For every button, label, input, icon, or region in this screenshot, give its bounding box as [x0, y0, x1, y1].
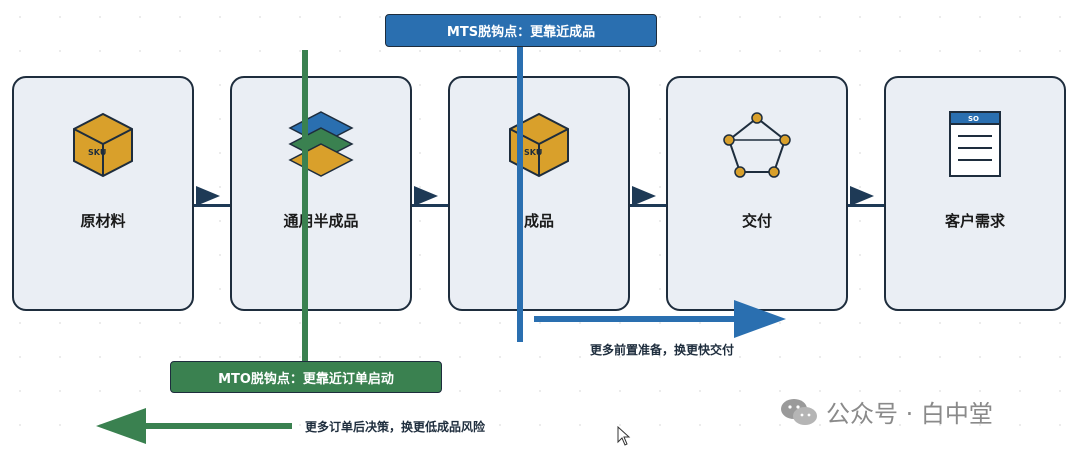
mts-arrow-caption: 更多前置准备，换更快交付 — [590, 343, 735, 357]
flow-chevron-2 — [414, 186, 438, 206]
node-semi-finished: 通用半成品 — [230, 76, 412, 311]
raw-material-cube-icon: SKU — [73, 112, 133, 178]
node-label: 客户需求 — [944, 212, 1005, 230]
node-label: 交付 — [741, 212, 772, 230]
flow-chevron-3 — [632, 186, 656, 206]
sales-order-document-icon: SO — [949, 111, 1001, 177]
wechat-icon — [781, 398, 817, 425]
mouse-cursor-icon — [617, 426, 631, 446]
flow-chevron-1 — [196, 186, 220, 206]
node-label: 通用半成品 — [283, 212, 359, 230]
watermark-text: 公众号 · 白中堂 — [826, 400, 993, 428]
cube-sku-text: SKU — [88, 148, 106, 157]
finished-goods-cube-icon: SKU — [509, 112, 569, 178]
flow-chevron-4 — [850, 186, 874, 206]
mts-tag-text: MTS脱钩点：更靠近成品 — [446, 25, 596, 40]
layered-stack-icon — [288, 111, 354, 177]
document-so-text: SO — [968, 115, 979, 123]
node-label: 原材料 — [80, 212, 126, 230]
node-raw-material: SKU 原材料 — [12, 76, 194, 311]
node-label: 成品 — [523, 212, 554, 230]
node-finished-goods: SKU 成品 — [448, 76, 630, 311]
node-customer-demand: SO 客户需求 — [884, 76, 1066, 311]
mto-decoupling-line — [302, 50, 308, 362]
watermark: 公众号 · 白中堂 — [780, 394, 993, 429]
mto-decoupling-tag: MTO脱钩点：更靠近订单启动 — [170, 361, 442, 393]
mto-tag-text: MTO脱钩点：更靠近订单启动 — [218, 371, 394, 387]
mto-arrow-caption: 更多订单后决策，换更低成品风险 — [305, 420, 486, 434]
cube-sku-text: SKU — [524, 148, 542, 157]
mts-decoupling-line — [517, 40, 523, 342]
mts-decoupling-tag: MTS脱钩点：更靠近成品 — [385, 14, 657, 47]
pentagon-network-icon — [723, 112, 791, 178]
mts-forward-arrow — [534, 300, 786, 338]
node-delivery: 交付 — [666, 76, 848, 311]
mto-backward-arrow — [96, 408, 292, 444]
